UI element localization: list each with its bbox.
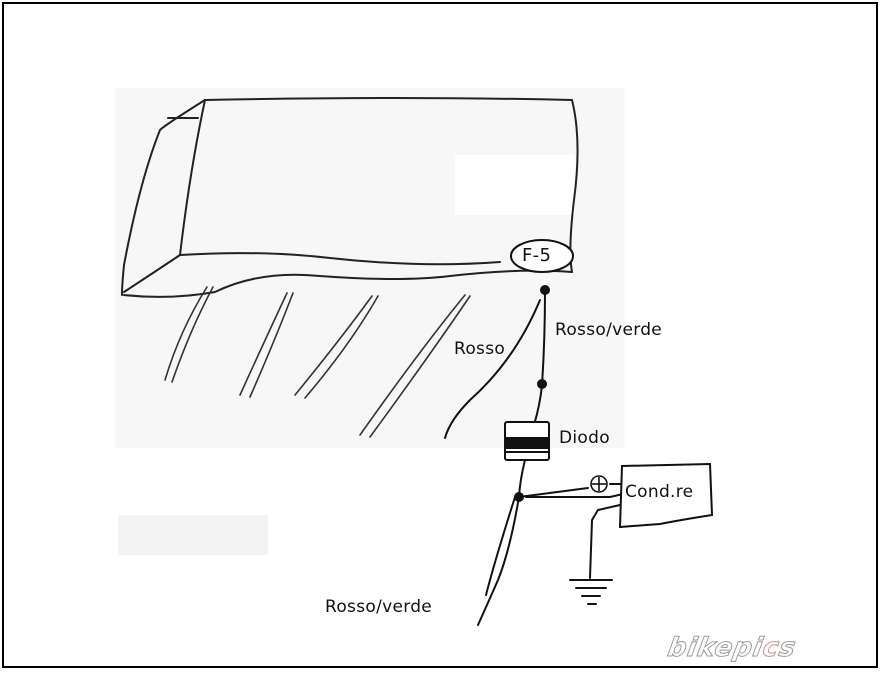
- background-ghost-text: [115, 88, 625, 555]
- junction-dot-mid: [537, 379, 547, 389]
- fuse-ellipse: [510, 239, 574, 273]
- fuse-label: F-5: [522, 245, 552, 266]
- wire-label-red: Rosso: [454, 339, 506, 359]
- wire-label-red-green-bottom: Rosso/verde: [325, 597, 433, 617]
- diode-label: Diodo: [559, 428, 610, 448]
- junction-dot-capacitor: [514, 492, 524, 502]
- junction-dots: [514, 285, 550, 502]
- watermark-logo: bikepics: [665, 633, 799, 664]
- existing-wires: [164, 286, 471, 438]
- junction-dot-fuse: [540, 285, 550, 295]
- plus-marker: [590, 475, 608, 493]
- diode-symbol: [504, 421, 550, 461]
- capacitor-box: [618, 462, 714, 529]
- capacitor-label: Cond.re: [625, 482, 694, 502]
- control-unit-box: [121, 97, 579, 298]
- wire-label-red-green-top: Rosso/verde: [555, 320, 663, 340]
